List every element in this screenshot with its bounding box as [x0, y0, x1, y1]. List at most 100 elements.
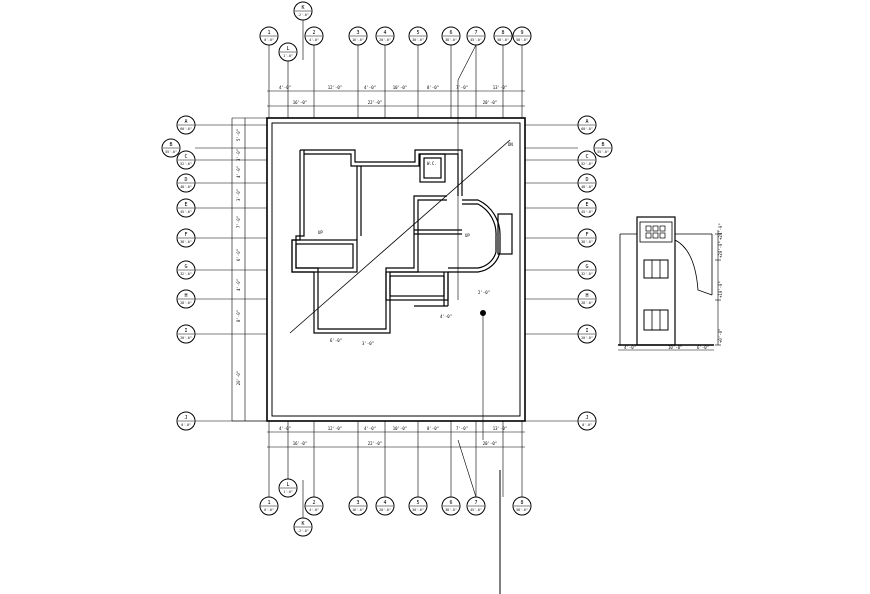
dimension-label: 13'-0"	[493, 426, 507, 431]
grid-bubble-dim: 45'-0"	[581, 210, 593, 214]
dimension-label: 12'-0"	[328, 85, 342, 90]
elevation-window	[643, 259, 669, 279]
side-elevation	[618, 216, 721, 351]
grid-line-vertical	[457, 439, 477, 498]
grid-bubble-offset: K-2'-0"	[293, 1, 313, 21]
top-dimension-labels: 4'-0"12'-0"4'-0"10'-0"8'-0"7'-0"13'-0"16…	[279, 85, 507, 105]
dimension-strings	[231, 90, 525, 448]
grid-bubble-dim: 0'-0"	[582, 423, 592, 427]
grid-bubble-dim: 45'-0"	[180, 210, 192, 214]
grid-bubble-id: 2	[312, 30, 315, 36]
dimension-label: 20'-0"	[483, 100, 497, 105]
grid-bubble-id: 4	[383, 500, 386, 506]
grid-bubble-dim: 1'-0"	[283, 54, 293, 58]
grid-bubble-id: 5	[416, 500, 419, 506]
grid-bubble-id: A	[184, 119, 187, 125]
plan-label: UP	[465, 233, 470, 238]
grid-bubble-bottom: 10'-0"	[259, 496, 279, 516]
grid-bubble-dim: 38'-0"	[581, 240, 593, 244]
grid-bubble-bottom: 5 30'-0"	[408, 496, 428, 516]
grid-bubble-id: J	[184, 415, 187, 421]
grid-bubble-right: D48'-0"	[577, 173, 597, 193]
grid-bubble-right: B 55'-0"	[593, 138, 613, 158]
grid-bubble-dim: 32'-0"	[180, 272, 192, 276]
grid-bubble-left: D48'-0"	[176, 173, 196, 193]
grid-bubble-dim: 58'-0"	[516, 38, 528, 42]
grid-bubble-dim: 20'-0"	[581, 336, 593, 340]
grid-bubble-dim: 1'-0"	[283, 490, 293, 494]
grid-bubble-dim: -2'-0"	[297, 13, 309, 17]
grid-bubble-id: 7	[474, 30, 477, 36]
grid-bubble-id: C	[585, 154, 588, 160]
grid-bubble-right: H28'-0"	[577, 289, 597, 309]
plan-label: DN	[508, 142, 513, 147]
dimension-label: 4'-0"	[364, 85, 376, 90]
grid-bubble-id: D	[184, 177, 187, 183]
grid-bubble-top: 316'-0"	[348, 26, 368, 46]
grid-bubble-id: B	[601, 142, 604, 148]
grid-bubble-dim: 50'-0"	[497, 38, 509, 42]
grid-bubble-top: 9 58'-0"	[512, 26, 532, 46]
grid-bubble-left: B 55'-0"	[161, 138, 181, 158]
grid-bubble-dim: 0'-0"	[264, 38, 274, 42]
grid-bubble-offset: L 1'-0"	[278, 42, 298, 62]
grid-bubble-id: 9	[520, 30, 523, 36]
plan-annotations: DN UP UP W.C. 6'-0" 3'-0" 4'-0" 2'-0"	[318, 142, 513, 346]
elevation-tower	[636, 216, 676, 346]
grid-bubble-right: J0'-0"	[577, 411, 597, 431]
grid-bubble-id: I	[184, 328, 187, 334]
grid-bubble-id: L	[286, 482, 289, 488]
grid-bubble-id: L	[286, 46, 289, 52]
dimension-label: 8'-0"	[236, 310, 241, 322]
grid-bubble-bottom: 745'-0"	[466, 496, 486, 516]
dimension-label: 7'-0"	[236, 216, 241, 228]
elevation-level: +0'-0"	[718, 329, 723, 343]
grid-bubble-offset: L 1'-0"	[278, 478, 298, 498]
grid-bubble-right: F38'-0"	[577, 228, 597, 248]
dimension-label: 7'-0"	[456, 85, 468, 90]
grid-bubble-id: 4	[383, 30, 386, 36]
dimension-label: 4'-0"	[279, 85, 291, 90]
grid-bubble-id: 6	[449, 500, 452, 506]
grid-bubble-dim: 55'-0"	[597, 150, 609, 154]
grid-bubble-dim: 4'-0"	[309, 508, 319, 512]
grid-bubble-left: F38'-0"	[176, 228, 196, 248]
grid-bubble-dim: 38'-0"	[180, 240, 192, 244]
grid-bubble-top: 7 45'-0"	[466, 26, 486, 46]
grid-bubble-dim: 52'-0"	[180, 162, 192, 166]
grid-bubble-dim: 32'-0"	[581, 272, 593, 276]
elevation-level: +10'-0"	[718, 281, 723, 298]
grid-bubble-offset: K-2'-0"	[293, 517, 313, 537]
grid-line-vertical	[457, 44, 477, 81]
grid-bubble-left: H 28'-0"	[176, 289, 196, 309]
floor-plan	[266, 117, 526, 594]
grid-bubble-left: E45'-0"	[176, 198, 196, 218]
plan-label: UP	[318, 230, 323, 235]
section-diagonal	[289, 139, 511, 334]
grid-bubble-top: 10'-0"	[259, 26, 279, 46]
dimension-label: 16'-0"	[293, 441, 307, 446]
plan-label: 2'-0"	[478, 290, 490, 295]
plan-inner-border	[271, 122, 521, 417]
dimension-label: 3'-0"	[236, 189, 241, 201]
grid-bubble-dim: 30'-0"	[412, 508, 424, 512]
grid-bubble-id: I	[585, 328, 588, 334]
grid-bubble-id: H	[184, 293, 187, 299]
elevation-window	[643, 309, 669, 331]
grid-bubble-dim: 0'-0"	[264, 508, 274, 512]
grid-bubble-dim: 20'-0"	[379, 508, 391, 512]
grid-bubble-dim: 28'-0"	[180, 301, 192, 305]
dimension-label: 7'-0"	[456, 426, 468, 431]
grid-bubble-dim: 55'-0"	[165, 150, 177, 154]
left-dimension-labels: 5'-0"3'-0"4'-0"3'-0"7'-0"6'-0"4'-0"8'-0"…	[236, 129, 241, 385]
elevation-dim: 10'-0"	[668, 345, 682, 350]
grid-bubble-id: H	[585, 293, 588, 299]
grid-bubble-dim: 45'-0"	[470, 38, 482, 42]
grid-bubble-id: B	[169, 142, 172, 148]
grid-bubble-dim: 52'-0"	[581, 162, 593, 166]
grid-bubble-id: G	[184, 264, 187, 270]
dimension-label: 20'-0"	[236, 371, 241, 385]
grid-bubble-bottom: 4 20'-0"	[375, 496, 395, 516]
grid-bubble-dim: 20'-0"	[180, 336, 192, 340]
